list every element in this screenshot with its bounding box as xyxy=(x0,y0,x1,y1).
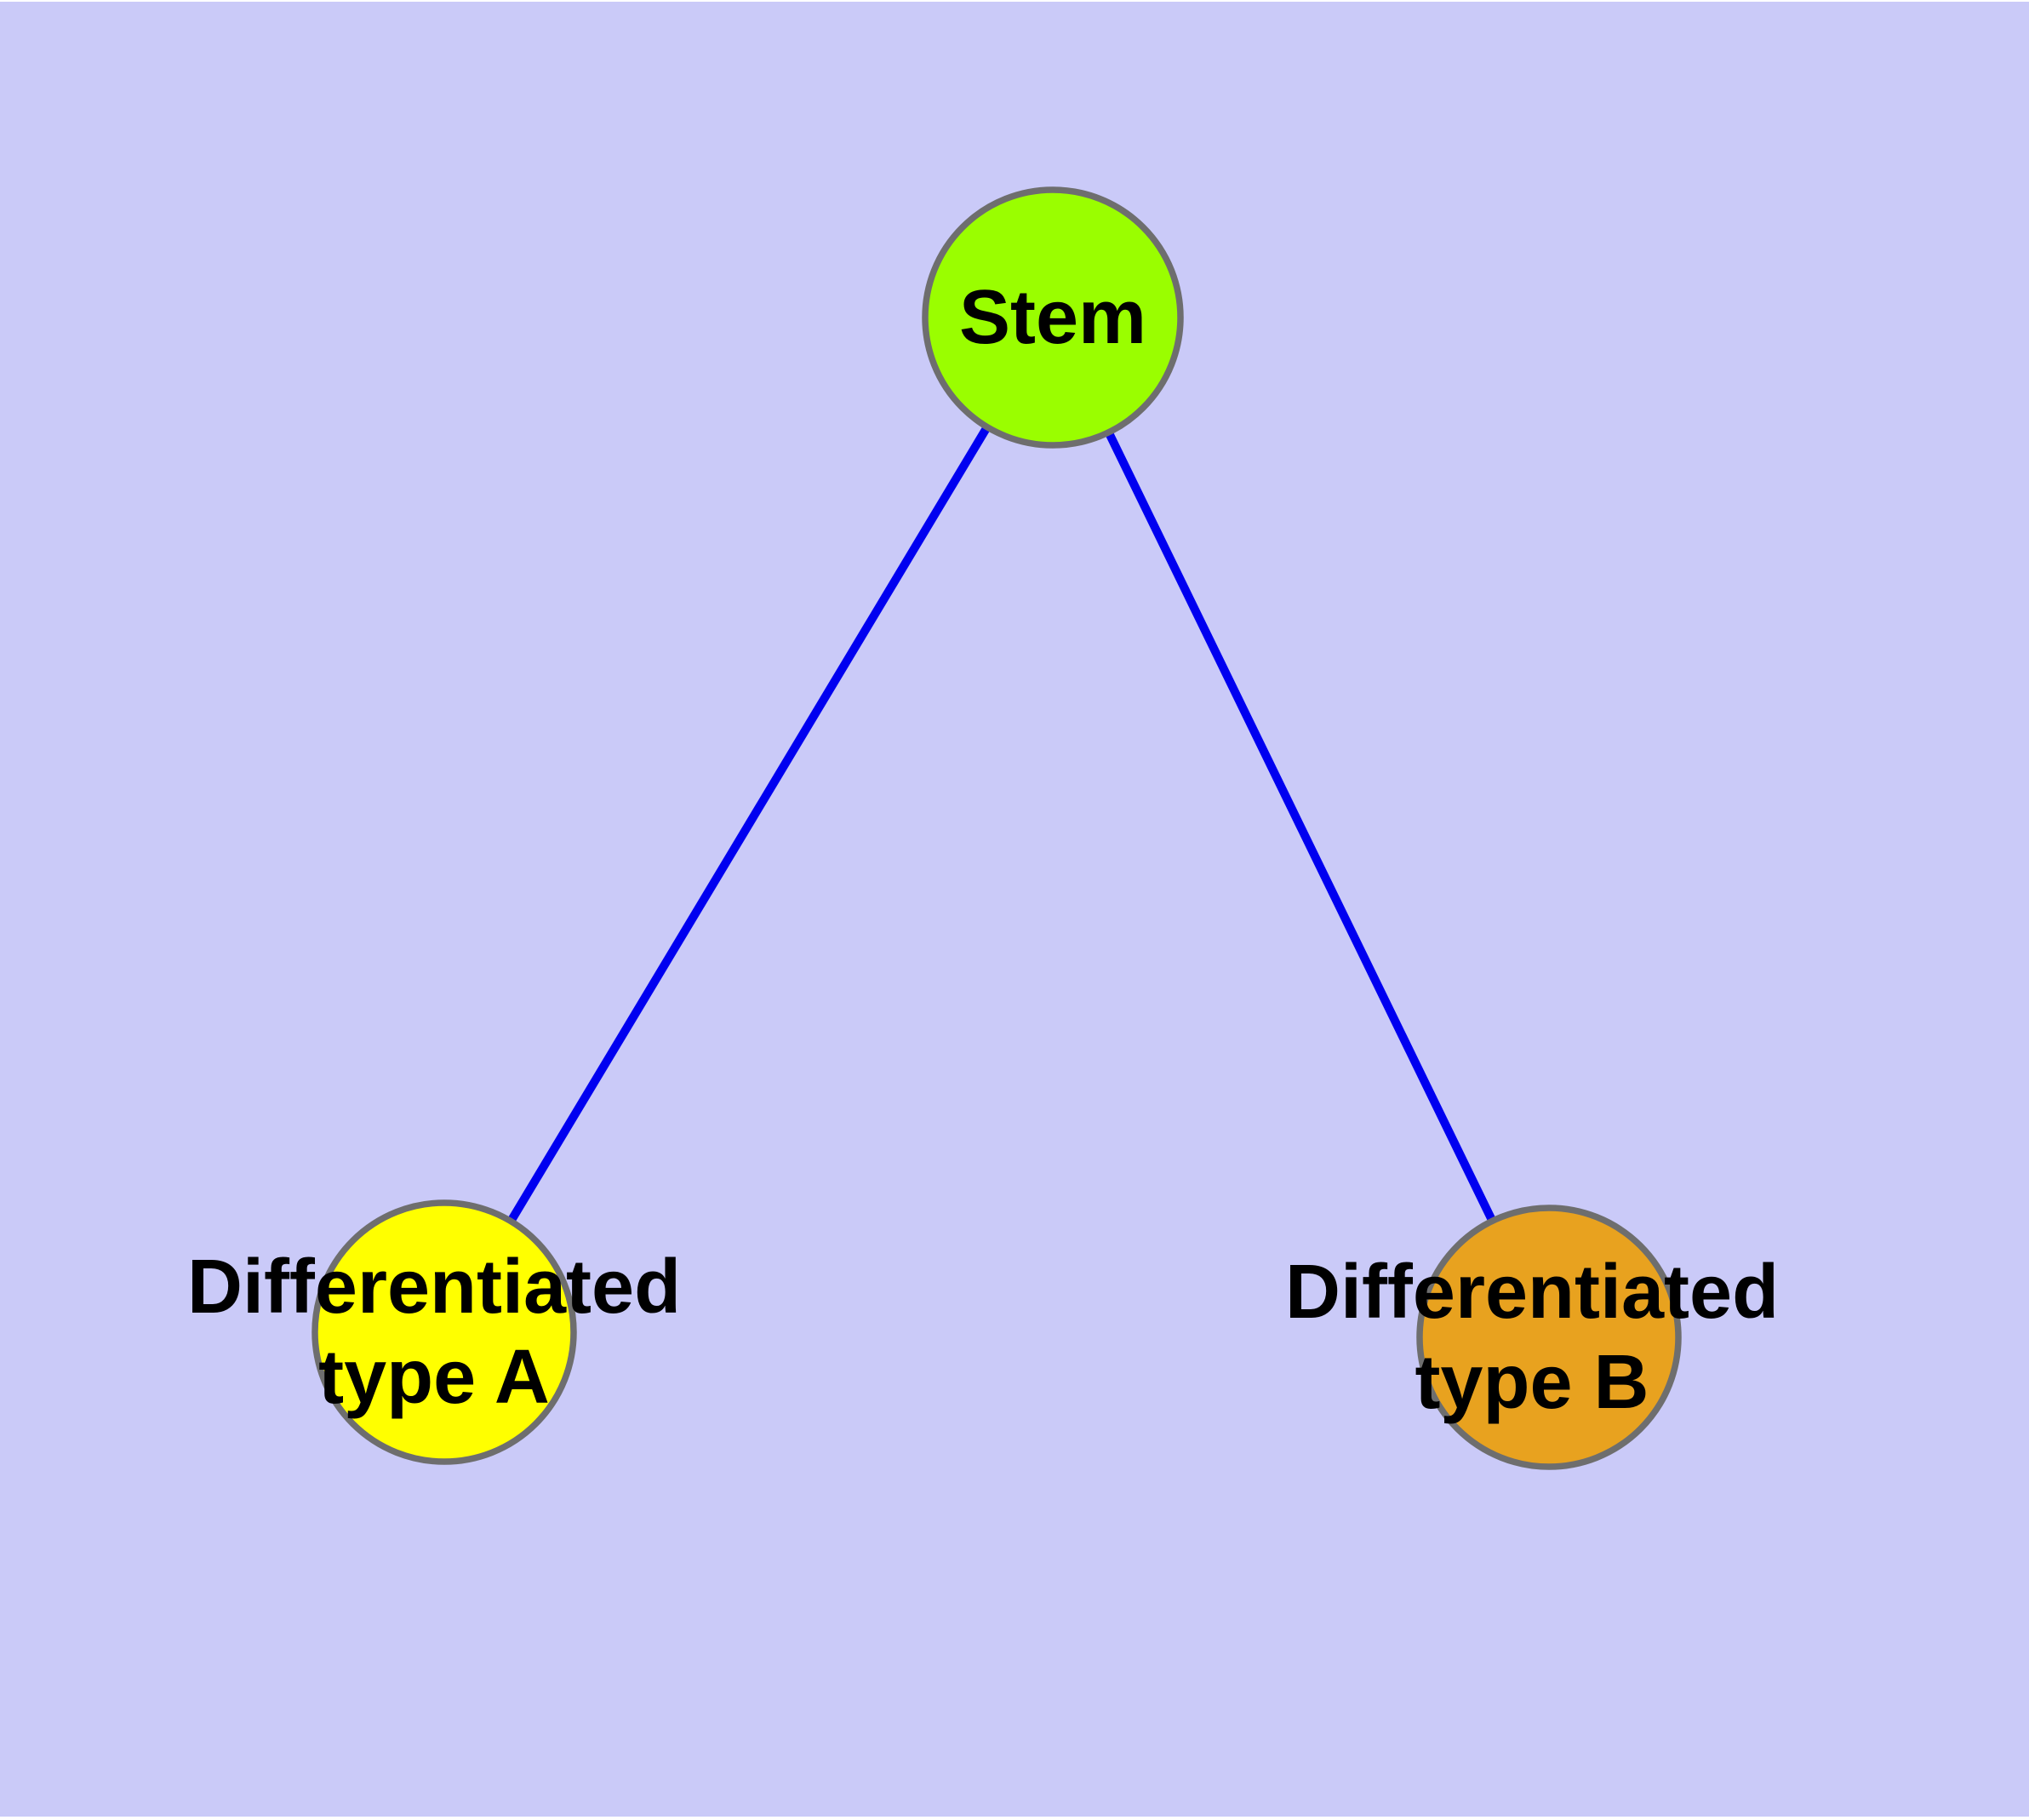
node-stem-circle xyxy=(922,186,1184,449)
edge-stem-to-type-b xyxy=(1049,315,1553,1340)
node-differentiated-type-a-circle xyxy=(311,1199,577,1465)
node-differentiated-type-b-label: Differentiated type B xyxy=(1285,1247,1779,1428)
node-differentiated-type-b-label-line1: Differentiated xyxy=(1284,1250,1780,1335)
node-differentiated-type-a-label-line2: type A xyxy=(318,1335,550,1420)
edge-stem-to-type-a xyxy=(440,315,1057,1335)
node-differentiated-type-b-label-line2: type B xyxy=(1415,1340,1649,1425)
node-stem-label: Stem xyxy=(958,275,1147,360)
node-differentiated-type-b-circle xyxy=(1416,1205,1682,1470)
node-differentiated-type-a-label: Differentiated type A xyxy=(187,1242,681,1422)
node-differentiated-type-a-label-line1: Differentiated xyxy=(186,1245,682,1330)
